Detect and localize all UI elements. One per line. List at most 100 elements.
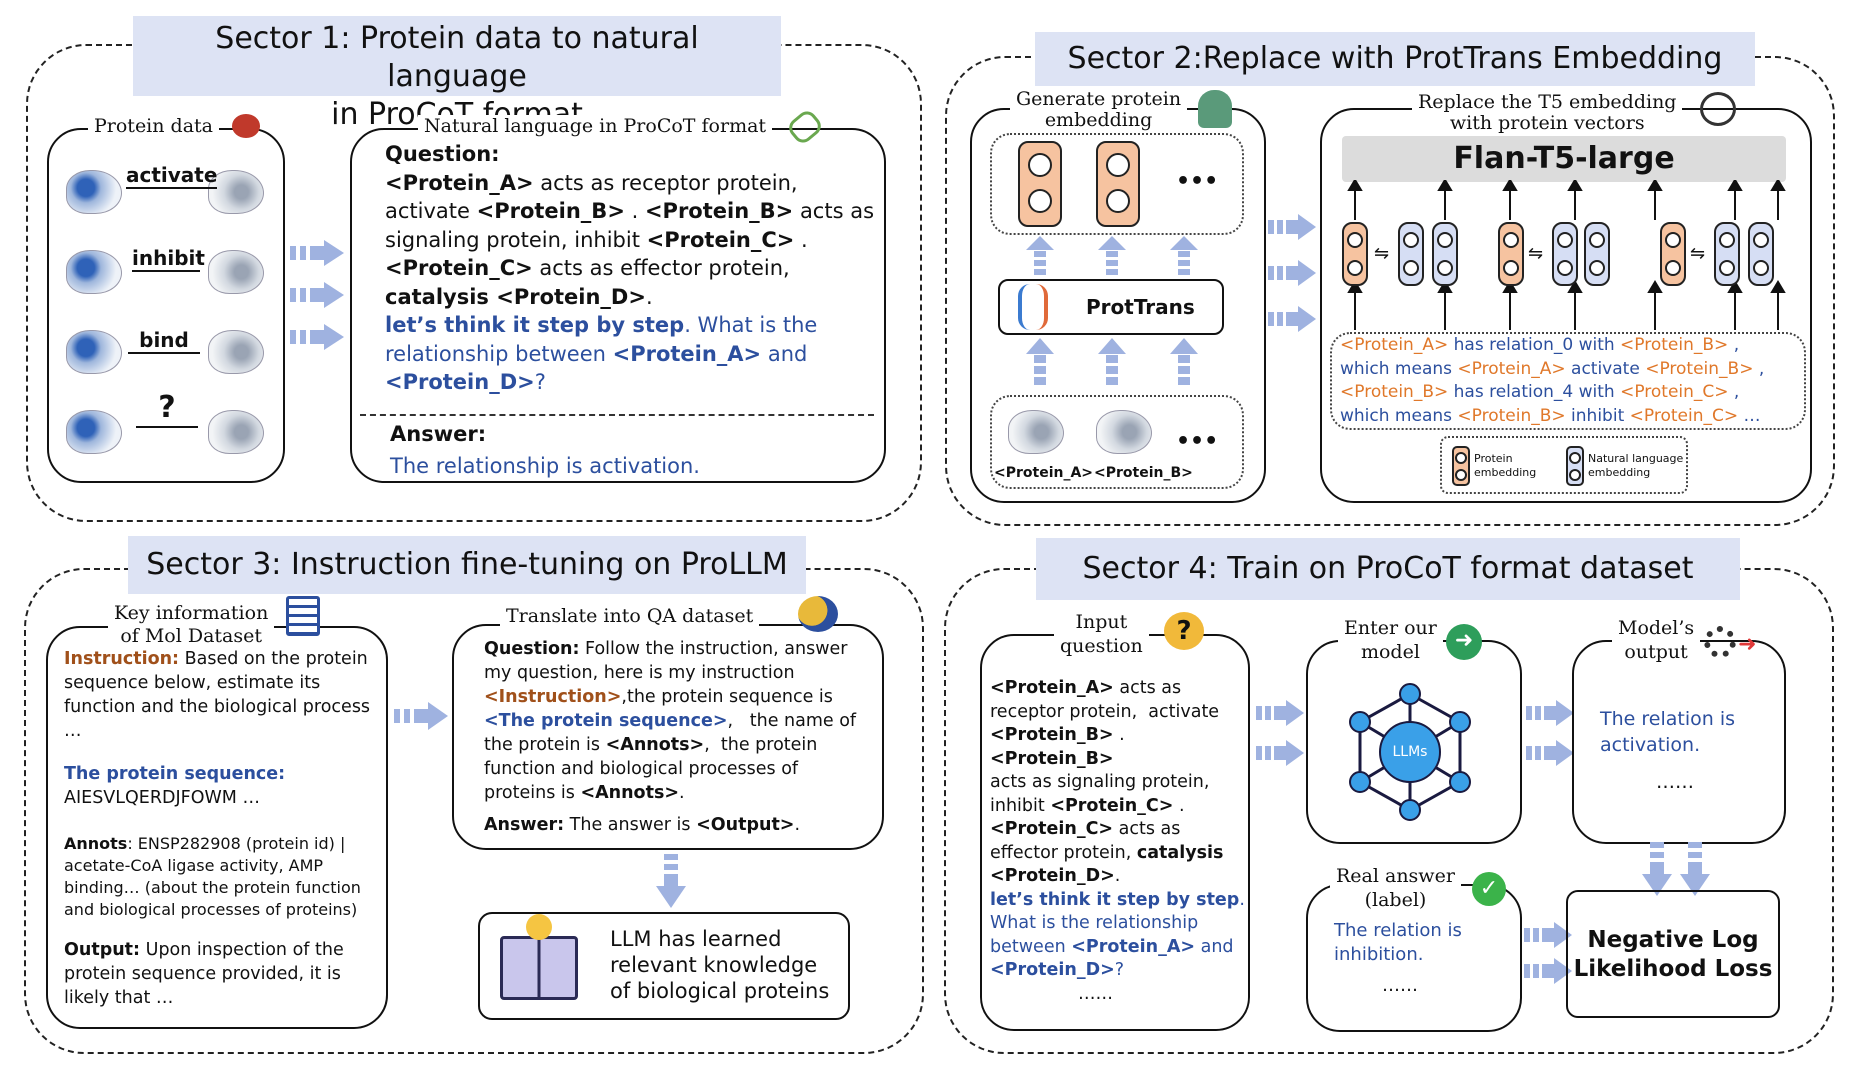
- nl-embedding-token: [1398, 222, 1424, 286]
- question-bubble-icon: ?: [1164, 612, 1204, 650]
- loss-label: Negative Log Likelihood Loss: [1573, 927, 1773, 982]
- ellipsis-dots: •••: [1176, 169, 1219, 194]
- protein-structure-icon: [208, 170, 264, 214]
- protein-data-title: Protein data: [88, 115, 219, 137]
- procot-question: Question: <Protein_A> acts as receptor p…: [385, 142, 875, 394]
- qa-text: Question: Follow the instruction, answer…: [484, 639, 857, 835]
- relation-label: activate: [126, 163, 218, 189]
- arrow-icon: ➜: [1738, 632, 1757, 657]
- down-arrows: [1642, 842, 1710, 896]
- model-output-title: Model’s output: [1612, 616, 1701, 664]
- model-label: Flan-T5-large: [1453, 141, 1675, 176]
- nl-embedding-token: [1748, 222, 1774, 286]
- protein-embedding-token: [1498, 222, 1524, 286]
- answer-label: Answer:: [390, 422, 487, 446]
- learned-text: LLM has learned relevant knowledge of bi…: [610, 927, 830, 1003]
- nl-embedding-token: [1552, 222, 1578, 286]
- natural-language-panel: [350, 128, 886, 483]
- arrow: [394, 702, 448, 730]
- lightbulb-icon: [526, 914, 552, 940]
- robot-icon: [1198, 90, 1232, 128]
- input-question-text: <Protein_A> acts as receptor protein, ac…: [990, 678, 1245, 1004]
- sector-2-title: Sector 2:Replace with ProtTrans Embeddin…: [1035, 32, 1755, 86]
- qa-dataset-panel: [452, 624, 884, 850]
- natural-language-title: Natural language in ProCoT format: [418, 115, 773, 137]
- document-icon: [286, 596, 320, 636]
- dna-icon: [1018, 284, 1048, 330]
- nl-embedding-token: [1584, 222, 1610, 286]
- swap-icon: ⇋: [1528, 243, 1544, 264]
- model-output-ellipsis: ……: [1656, 771, 1694, 793]
- protein-embedding-token: [1096, 141, 1140, 227]
- down-arrow: [656, 854, 686, 908]
- enter-model-title: Enter our model: [1338, 616, 1443, 664]
- key-information-title: Key information of Mol Dataset: [108, 602, 275, 648]
- protrans-box: [998, 279, 1224, 335]
- arrows: [1256, 700, 1304, 766]
- relation-label: bind: [128, 328, 200, 354]
- relation-label: inhibit: [132, 246, 205, 272]
- instruction-block: Instruction: Based on the protein sequen…: [64, 649, 371, 741]
- book-icon: [500, 936, 578, 1000]
- key-information-panel: [46, 626, 388, 1029]
- model-output-panel: [1572, 640, 1786, 844]
- up-arrows: [1026, 236, 1198, 275]
- protein-structure-icon: [208, 250, 264, 294]
- protein-structure-icon: [1008, 410, 1064, 454]
- flan-t5-box: [1342, 136, 1786, 182]
- sector-4-title: Sector 4: Train on ProCoT format dataset: [1036, 538, 1740, 600]
- loss-box: [1566, 890, 1780, 1018]
- output-block: Output: Upon inspection of the protein s…: [64, 940, 344, 1008]
- learned-box: [478, 912, 850, 1020]
- protein-embedding-token: [1018, 141, 1062, 227]
- input-question-title: Input question: [1054, 610, 1149, 658]
- swap-icon: ⇋: [1690, 243, 1706, 264]
- llms-label: LLMs: [1392, 744, 1428, 760]
- real-answer-text: The relation is inhibition.: [1334, 920, 1462, 965]
- sector-3-title: Sector 3: Instruction fine-tuning on Pro…: [128, 536, 806, 594]
- real-answer-title: Real answer (label): [1330, 864, 1461, 912]
- sequence-text: AIESVLQERDJFOWM …: [64, 788, 260, 808]
- input-question-panel: [980, 634, 1250, 1031]
- legend-nl-label: Natural language embedding: [1588, 452, 1684, 479]
- check-icon: ✓: [1472, 872, 1506, 906]
- up-arrows: [1026, 338, 1198, 385]
- protein-embedding-box: [990, 133, 1244, 235]
- replace-embedding-title: Replace the T5 embedding with protein ve…: [1412, 92, 1683, 134]
- protein-embedding-token: [1660, 222, 1686, 286]
- protein-structure-icon: [66, 250, 122, 294]
- protein-input-box: [990, 395, 1244, 489]
- arrows: [1526, 700, 1574, 766]
- relation-text: <Protein_A> has relation_0 with <Protein…: [1340, 335, 1765, 426]
- brain-icon: [1700, 92, 1736, 126]
- protein-structure-icon: [1096, 410, 1152, 454]
- legend-nl-swatch: [1566, 446, 1584, 486]
- model-output-text: The relation is activation.: [1600, 708, 1735, 756]
- protein-structure-icon: [208, 410, 264, 454]
- sequence-label: The protein sequence:: [64, 764, 286, 784]
- real-answer-ellipsis: ……: [1382, 975, 1418, 996]
- protein-a-label: <Protein_A>: [994, 465, 1094, 481]
- relation-label: ?: [136, 390, 198, 428]
- arrows: [1524, 922, 1572, 984]
- legend-protein-label: Protein embedding: [1474, 452, 1537, 479]
- protein-b-label: <Protein_B>: [1094, 465, 1193, 481]
- nl-embedding-token: [1432, 222, 1458, 286]
- swap-icon: ⇋: [1374, 243, 1390, 264]
- ellipsis-dots: •••: [1176, 429, 1219, 454]
- answer-text: The relationship is activation.: [390, 454, 700, 478]
- qa-icon: [798, 596, 838, 632]
- arrows: [290, 240, 344, 350]
- generate-embedding-title: Generate protein embedding: [1010, 89, 1188, 131]
- arrows: [1268, 214, 1316, 332]
- arrow-circle-icon: ➜: [1446, 624, 1482, 660]
- protein-structure-icon: [208, 330, 264, 374]
- protrans-label: ProtTrans: [1086, 295, 1195, 319]
- gear-icon: [1704, 626, 1736, 658]
- legend-box: [1440, 436, 1688, 494]
- nl-embedding-token: [1714, 222, 1740, 286]
- protein-icon: [232, 114, 260, 138]
- protein-structure-icon: [66, 330, 122, 374]
- protein-structure-icon: [66, 170, 122, 214]
- embedding-arrows: [1347, 180, 1786, 330]
